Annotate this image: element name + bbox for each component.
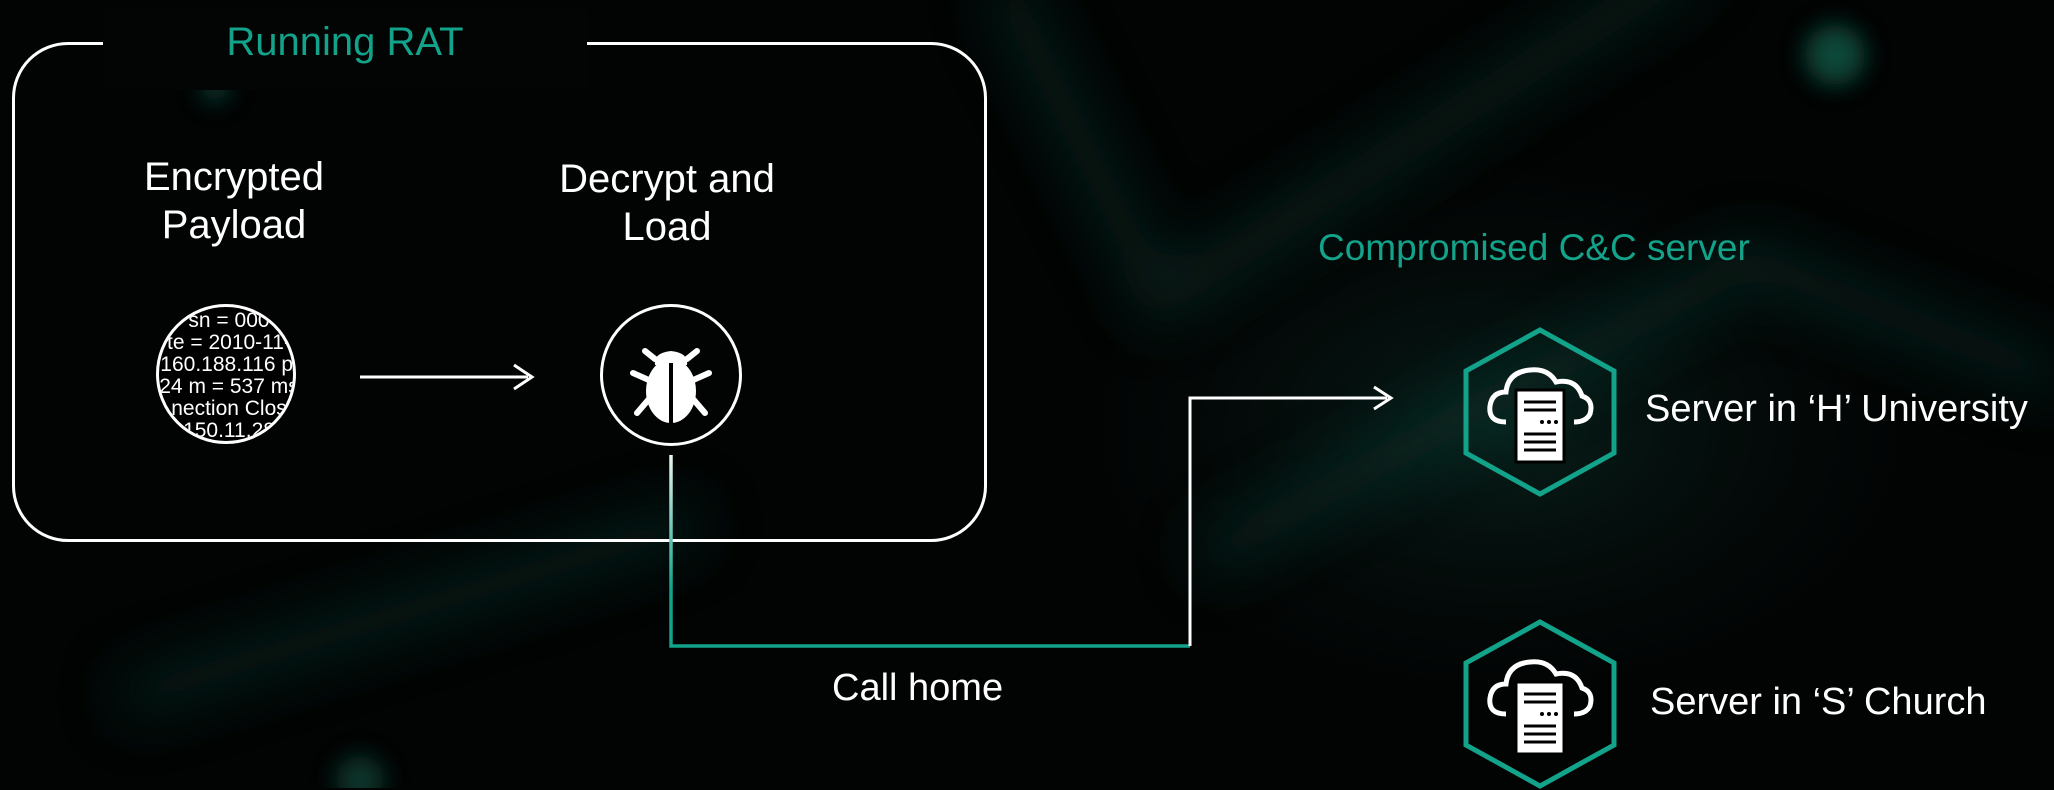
encrypted-payload-title: Encrypted Payload — [134, 153, 334, 249]
server-1-label: Server in ‘H’ University — [1645, 388, 2028, 430]
payload-text-block: sn = 000 te = 2010-11- 160.188.116 pi 24… — [159, 309, 296, 442]
cloud-server-icon — [1463, 619, 1617, 789]
bug-icon — [630, 348, 712, 423]
encrypted-payload-title-line1: Encrypted — [143, 155, 325, 199]
decrypt-and-load-title-line1: Decrypt and — [559, 157, 775, 201]
running-rat-container — [12, 42, 987, 542]
decrypt-and-load-title-line2: Load — [622, 205, 712, 249]
cloud-server-icon — [1463, 327, 1617, 497]
server-2-label: Server in ‘S’ Church — [1650, 681, 1987, 723]
call-home-label: Call home — [832, 667, 1004, 709]
payload-text-line: 160.188.116 pi — [160, 353, 296, 376]
rat-title-backdrop — [103, 10, 587, 90]
encrypted-payload-disc: sn = 000 te = 2010-11- 160.188.116 pi 24… — [156, 304, 296, 444]
payload-text-line: nection Clos — [171, 397, 287, 420]
decrypt-and-load-title: Decrypt and Load — [537, 155, 797, 251]
payload-text-line: sn = 000 — [188, 309, 270, 332]
payload-text-line: te = 2010-11- — [167, 331, 291, 354]
payload-text-line: 150.11.28 — [183, 419, 275, 442]
running-rat-title: Running RAT — [226, 20, 464, 64]
bug-badge — [600, 304, 742, 446]
payload-text-line: 24 m = 537 ms — [159, 375, 296, 398]
encrypted-payload-title-line2: Payload — [161, 203, 307, 247]
cc-server-title: Compromised C&C server — [1318, 227, 1750, 268]
